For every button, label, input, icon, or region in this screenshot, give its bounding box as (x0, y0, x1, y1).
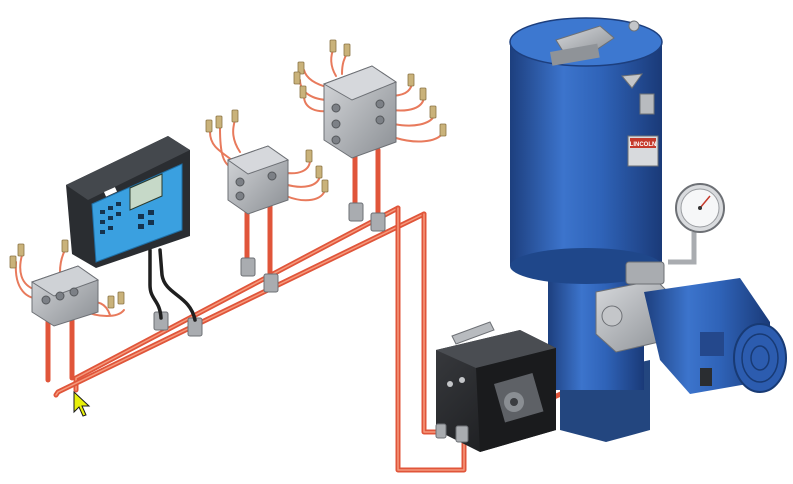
controller-cable-2 (158, 248, 197, 322)
brand-plate-icon: LINCOLN (627, 135, 659, 167)
motor-terminal-box (700, 332, 724, 356)
mouse-pointer-icon (73, 390, 91, 417)
fill-marker-icon (621, 73, 644, 89)
controller-cable-1 (148, 248, 163, 320)
brand-label: LINCOLN (630, 142, 657, 148)
tee-fittings (153, 202, 386, 337)
lid-latch (639, 93, 655, 115)
electric-motor (644, 278, 787, 394)
distributor-block-left (9, 239, 125, 327)
pump-unit-black (435, 321, 556, 452)
controller-keypad (100, 202, 154, 234)
distributor-block-middle (205, 109, 329, 215)
grease-reservoir: LINCOLN (509, 17, 663, 442)
pressure-gauge-icon (668, 183, 725, 265)
distributor-block-right (293, 39, 447, 159)
controller-display (129, 173, 163, 211)
control-panel (66, 136, 197, 322)
lid-knob (628, 20, 640, 32)
